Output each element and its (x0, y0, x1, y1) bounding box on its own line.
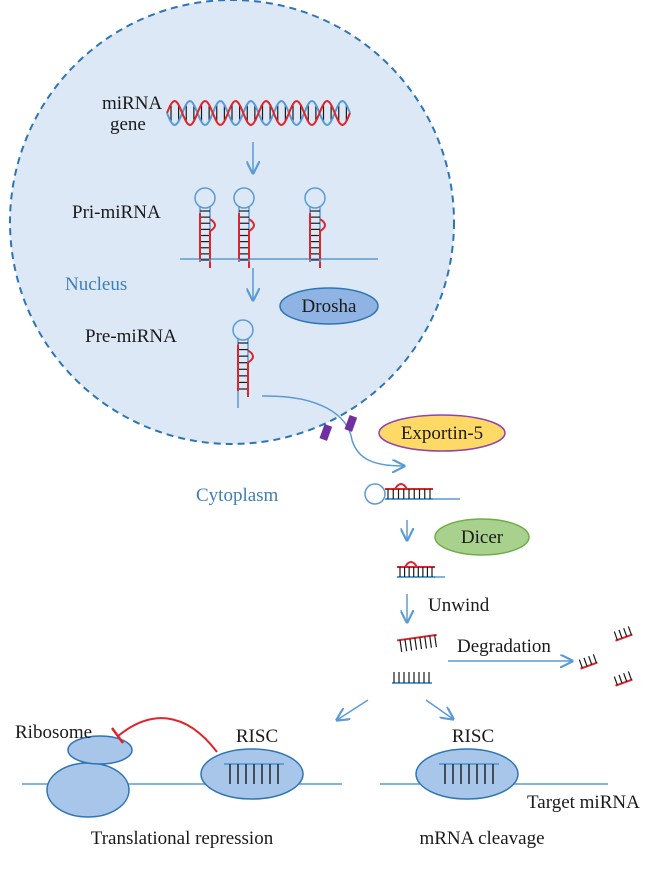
repression-inhibition-bar (110, 727, 125, 744)
risc-complex-left (200, 748, 304, 800)
unwound-strands (392, 633, 437, 684)
risc-left-bound-mirna (224, 763, 284, 784)
cytoplasm-label: Cytoplasm (196, 485, 279, 506)
arrow-to-left-risc (337, 699, 369, 720)
translational-repression-label: Translational repression (91, 828, 274, 849)
target-mirna-label: Target miRNA (527, 792, 640, 813)
ribosome-large-subunit (46, 762, 130, 818)
mirna-gene-label-line2: gene (110, 114, 146, 135)
base (434, 635, 437, 648)
base (623, 627, 628, 637)
fragment-backbone (615, 633, 633, 642)
risc-complex-right (415, 748, 519, 800)
mature-mirna-strand (319, 218, 326, 268)
hairpin-loop (364, 483, 386, 505)
dna-strand-red (166, 99, 351, 127)
mature-mirna-bulge (394, 483, 408, 490)
nuclear-pore-right (344, 415, 358, 432)
arrow-to-right-risc (425, 699, 453, 719)
nuclear-pore-left (319, 424, 333, 441)
base (592, 654, 598, 664)
pri-mirna-label: Pri-miRNA (72, 202, 161, 223)
base (419, 637, 423, 650)
nucleus-membrane (9, 0, 455, 445)
hairpin-loop (232, 319, 254, 341)
risc-left-label: RISC (236, 726, 278, 747)
mirna-duplex (397, 561, 445, 578)
hairpin-loop (194, 187, 216, 209)
dicer-label: Dicer (461, 527, 504, 548)
base (627, 671, 633, 681)
mature-mirna-strand (209, 218, 216, 268)
mature-mirna-strand (248, 218, 255, 268)
base (618, 674, 623, 684)
passenger-strand (396, 633, 437, 652)
mirna-gene-label-line1: miRNA (102, 93, 162, 114)
hairpin-loop (233, 187, 255, 209)
ribosome-label: Ribosome (15, 722, 92, 743)
repression-inhibition-line (117, 717, 218, 753)
pre-mirna-label: Pre-miRNA (85, 326, 177, 347)
export-path (261, 395, 404, 466)
pri-mirna-structure (180, 187, 378, 268)
dicer-enzyme (434, 518, 530, 556)
fragment-backbone (580, 661, 598, 670)
degradation-label: Degradation (457, 636, 551, 657)
unwind-label: Unwind (428, 595, 490, 616)
pre-mirna-structure (232, 319, 254, 408)
mature-mirna-strand (247, 349, 254, 397)
base (613, 676, 618, 686)
base (583, 657, 588, 667)
base (623, 672, 628, 682)
base (399, 639, 403, 652)
nucleus-label: Nucleus (65, 274, 127, 295)
base (414, 637, 418, 650)
base (613, 631, 618, 641)
fragment-backbone (615, 678, 633, 687)
risc-right-label: RISC (452, 726, 494, 747)
exportin-5-label: Exportin-5 (401, 423, 483, 444)
base (429, 635, 432, 648)
mrna-cleavage-label: mRNA cleavage (419, 828, 544, 849)
exportin-5-protein (378, 414, 506, 452)
base (627, 626, 633, 636)
base (618, 629, 623, 639)
hairpin-loop (304, 187, 326, 209)
mirna-gene-helix (166, 99, 351, 127)
risc-right-bound-mirna (439, 763, 499, 784)
degraded-fragment (578, 654, 598, 670)
ribosome-small-subunit (67, 735, 133, 765)
base (409, 638, 413, 651)
drosha-label: Drosha (302, 296, 357, 317)
mature-mirna-bulge (404, 561, 418, 568)
base (424, 636, 428, 649)
base (588, 655, 593, 665)
base (578, 659, 583, 669)
degraded-fragment (613, 671, 633, 687)
cytoplasmic-pre-mirna (364, 483, 460, 505)
degraded-fragments (578, 626, 633, 687)
base (404, 639, 408, 652)
degraded-fragment (613, 626, 633, 642)
drosha-enzyme (279, 287, 379, 325)
